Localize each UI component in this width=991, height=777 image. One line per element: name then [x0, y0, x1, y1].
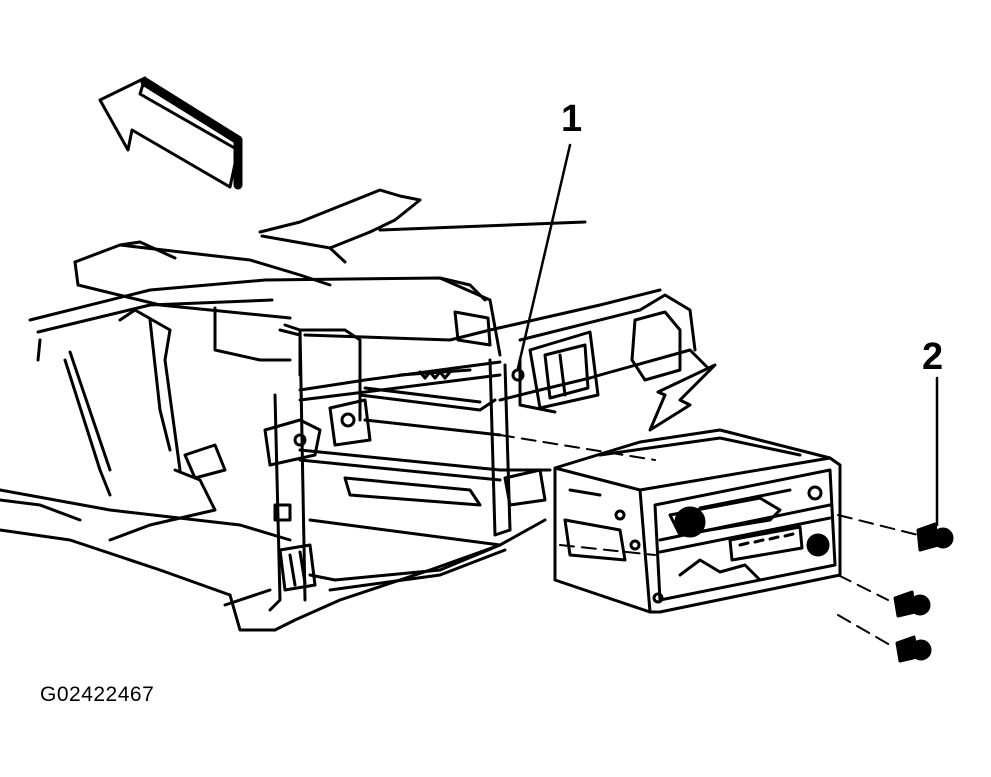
radio-mounting-bracket: [183, 310, 552, 612]
fastener-bolt: [916, 522, 954, 552]
fastener-bolt: [895, 635, 932, 663]
figure-id: G02422467: [40, 683, 155, 706]
insertion-arrow-icon: [648, 363, 717, 432]
callout-label-1: 1: [561, 98, 583, 140]
forward-arrow-icon: [98, 76, 243, 190]
instrument-panel-carrier: [0, 188, 712, 632]
callout-1-leader: [516, 143, 572, 370]
fastener-bolt: [893, 590, 931, 618]
radio-receiver-unit: [553, 428, 842, 614]
fastener-alignment-lines: [499, 434, 919, 646]
callout-label-2: 2: [922, 336, 944, 378]
